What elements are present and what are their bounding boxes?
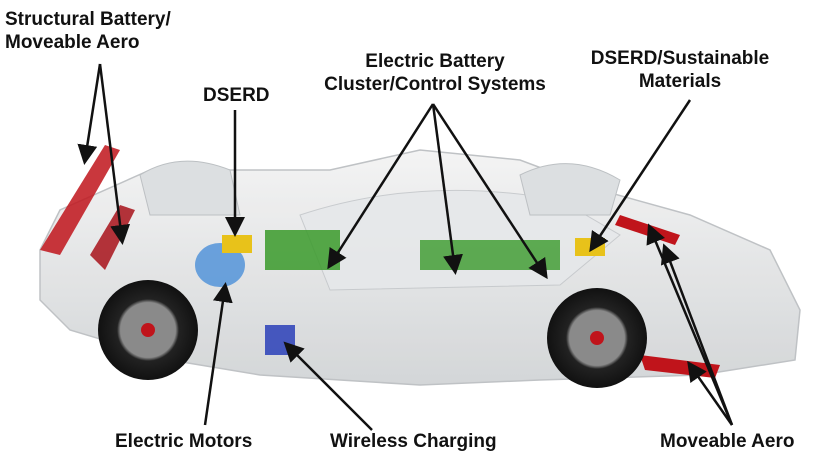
label-dserd: DSERD [203, 85, 270, 106]
rear-hub [141, 323, 155, 337]
label-structural-battery: Structural Battery/ Moveable Aero [5, 8, 171, 54]
callout-arrows [77, 63, 734, 431]
dserd-part-2 [575, 238, 605, 256]
label-line: Cluster/Control Systems [324, 74, 546, 95]
label-line: Structural Battery/ [5, 9, 171, 30]
label-line: DSERD/Sustainable [590, 48, 770, 69]
label-electric-battery: Electric Battery Cluster/Control Systems [310, 50, 560, 96]
label-line: Moveable Aero [5, 32, 140, 53]
label-moveable-aero: Moveable Aero [660, 431, 795, 452]
dserd-part-1 [222, 235, 252, 253]
label-line: Electric Battery [365, 51, 505, 72]
label-electric-motors: Electric Motors [115, 431, 253, 452]
front-hub [590, 331, 604, 345]
electric-motor [195, 243, 245, 287]
wireless-charging-pad [265, 325, 295, 355]
battery-pack-1 [265, 230, 340, 270]
label-dserd-sustainable: DSERD/Sustainable Materials [580, 47, 780, 93]
label-line: Materials [638, 71, 722, 92]
label-wireless-charging: Wireless Charging [330, 431, 497, 452]
